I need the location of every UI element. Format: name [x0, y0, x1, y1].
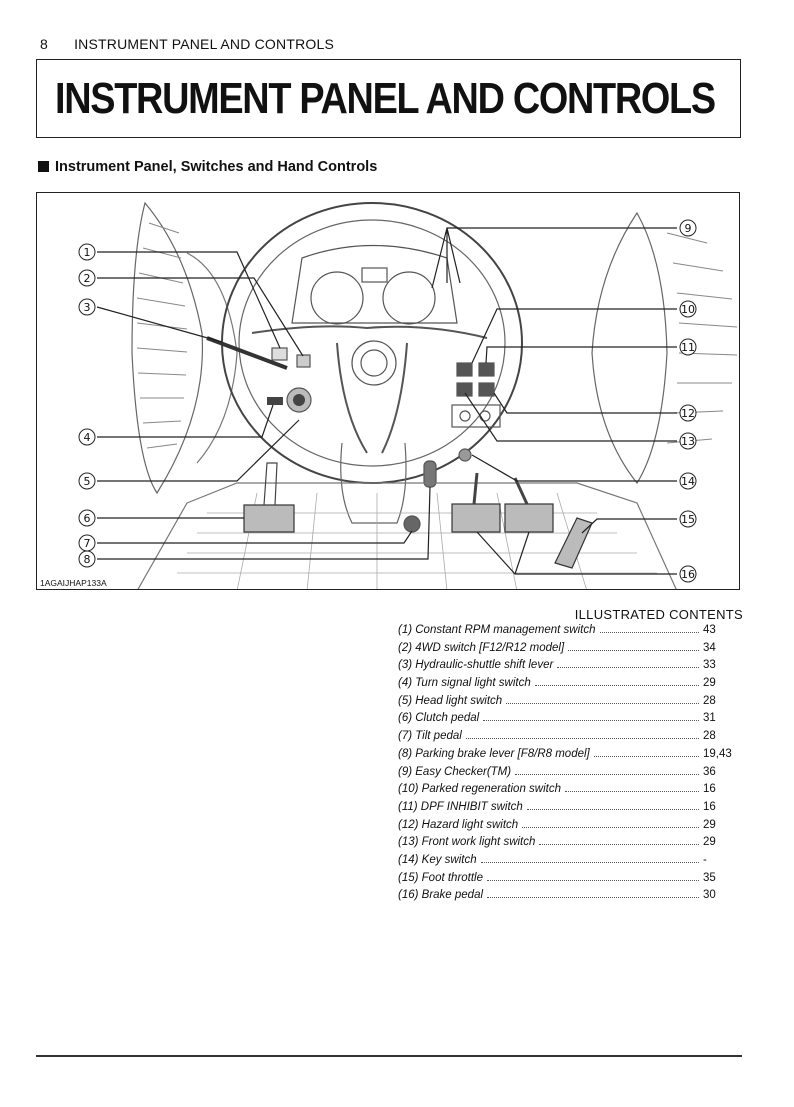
contents-item-label: (5) Head light switch: [398, 694, 503, 707]
contents-item-page: -: [703, 853, 707, 866]
callout-6: 6: [84, 512, 91, 525]
contents-item-page: 16: [703, 783, 716, 796]
dashboard-illustration: 1 2 3 4 5 6 7 8 9 10 11 12 13 14 15 16: [78, 201, 738, 589]
contents-item-page: 28: [703, 730, 716, 743]
callout-8: 8: [84, 553, 91, 566]
contents-item-page: 43: [703, 624, 716, 636]
leader-dots: [557, 667, 699, 669]
contents-item: (7) Tilt pedal 28: [398, 730, 743, 748]
contents-heading: ILLUSTRATED CONTENTS: [574, 607, 743, 622]
contents-item-page: 29: [703, 818, 716, 831]
contents-item-label: (6) Clutch pedal: [398, 712, 480, 725]
contents-item: (3) Hydraulic-shuttle shift lever 33: [398, 659, 743, 677]
leader-dots: [539, 844, 699, 846]
leader-dots: [483, 720, 699, 722]
leader-dots: [593, 755, 699, 757]
contents-item: (16) Brake pedal 30: [398, 889, 743, 907]
contents-item: (13) Front work light switch 29: [398, 836, 743, 854]
callout-12: 12: [681, 407, 695, 420]
page-number: 8: [40, 36, 48, 52]
callout-2: 2: [84, 272, 91, 285]
contents-item-page: 28: [703, 694, 716, 707]
page-title: INSTRUMENT PANEL AND CONTROLS: [55, 74, 716, 123]
contents-item-label: (9) Easy Checker(TM): [398, 765, 512, 778]
contents-item: (6) Clutch pedal 31: [398, 712, 743, 730]
contents-item: (5) Head light switch 28: [398, 695, 743, 713]
instrument-panel-figure: 1 2 3 4 5 6 7 8 9 10 11 12 13 14 15 16 1…: [36, 192, 740, 590]
contents-item-label: (11) DPF INHIBIT switch: [398, 800, 523, 813]
running-header: 8 INSTRUMENT PANEL AND CONTROLS: [40, 36, 334, 52]
contents-item-label: (2) 4WD switch [F12/R12 model]: [398, 641, 565, 654]
leader-dots: [487, 897, 699, 899]
contents-list: (1) Constant RPM management switch 43 (2) …: [398, 624, 743, 907]
contents-item-label: (12) Hazard light switch: [398, 818, 519, 831]
contents-item: (4) Turn signal light switch 29: [398, 677, 743, 695]
contents-item-page: 31: [703, 712, 716, 725]
contents-item-page: 35: [703, 871, 716, 884]
contents-item: (9) Easy Checker(TM) 36: [398, 766, 743, 784]
leader-dots: [526, 808, 699, 810]
contents-item-label: (7) Tilt pedal: [398, 730, 462, 743]
callout-16: 16: [681, 568, 695, 581]
contents-item-page: 16: [703, 800, 716, 813]
contents-item-page: 33: [703, 659, 716, 672]
callout-14: 14: [681, 475, 695, 488]
contents-item-label: (10) Parked regeneration switch: [398, 783, 561, 796]
contents-item-label: (1) Constant RPM management switch: [398, 624, 596, 636]
callout-3: 3: [84, 301, 91, 314]
leader-dots: [487, 879, 699, 881]
title-box: INSTRUMENT PANEL AND CONTROLS: [36, 59, 741, 138]
contents-item: (15) Foot throttle 35: [398, 872, 743, 890]
leader-dots: [534, 685, 699, 687]
leader-dots: [599, 632, 699, 633]
leader-dots: [522, 826, 699, 828]
callout-9: 9: [685, 222, 692, 235]
contents-item-label: (15) Foot throttle: [398, 871, 484, 884]
contents-item-label: (16) Brake pedal: [398, 889, 484, 902]
footer-rule: [36, 1055, 742, 1057]
section-heading: Instrument Panel, Switches and Hand Cont…: [38, 159, 377, 175]
leader-dots: [506, 702, 699, 704]
callout-11: 11: [681, 341, 695, 354]
running-title: INSTRUMENT PANEL AND CONTROLS: [74, 36, 335, 52]
callout-7: 7: [84, 537, 91, 550]
contents-item-page: 19,43: [703, 747, 732, 760]
contents-item: (10) Parked regeneration switch 16: [398, 783, 743, 801]
contents-item-page: 29: [703, 677, 716, 690]
contents-item-page: 36: [703, 765, 716, 778]
callout-15: 15: [681, 513, 695, 526]
contents-item-label: (13) Front work light switch: [398, 836, 536, 849]
contents-item: (8) Parking brake lever [F8/R8 model] 19,…: [398, 748, 743, 766]
contents-item: (14) Key switch -: [398, 854, 743, 872]
contents-item-label: (3) Hydraulic-shuttle shift lever: [398, 659, 554, 672]
contents-item-label: (14) Key switch: [398, 853, 477, 866]
contents-item: (2) 4WD switch [F12/R12 model] 34: [398, 642, 743, 660]
contents-item-label: (4) Turn signal light switch: [398, 677, 531, 690]
callout-5: 5: [84, 475, 91, 488]
section-heading-text: Instrument Panel, Switches and Hand Cont…: [55, 159, 378, 175]
contents-item: (11) DPF INHIBIT switch 16: [398, 801, 743, 819]
callout-4: 4: [84, 431, 91, 444]
contents-item: (12) Hazard light switch 29: [398, 819, 743, 837]
illustrated-contents: ILLUSTRATED CONTENTS (1) Constant RPM ma…: [398, 607, 743, 907]
callout-1: 1: [84, 246, 91, 259]
callout-13: 13: [681, 435, 695, 448]
leader-dots: [480, 861, 699, 863]
contents-item-page: 29: [703, 836, 716, 849]
contents-item-page: 34: [703, 641, 716, 654]
leader-dots: [465, 738, 699, 740]
figure-id: 1AGAIJHAP133A: [40, 578, 107, 588]
callout-10: 10: [681, 303, 695, 316]
contents-item-label: (8) Parking brake lever [F8/R8 model]: [398, 747, 590, 760]
leader-dots: [515, 773, 699, 775]
leader-dots: [565, 791, 699, 793]
leader-dots: [568, 649, 699, 651]
bullet-square-icon: [38, 161, 49, 172]
contents-item-page: 30: [703, 889, 716, 902]
contents-item: (1) Constant RPM management switch 43: [398, 624, 743, 642]
